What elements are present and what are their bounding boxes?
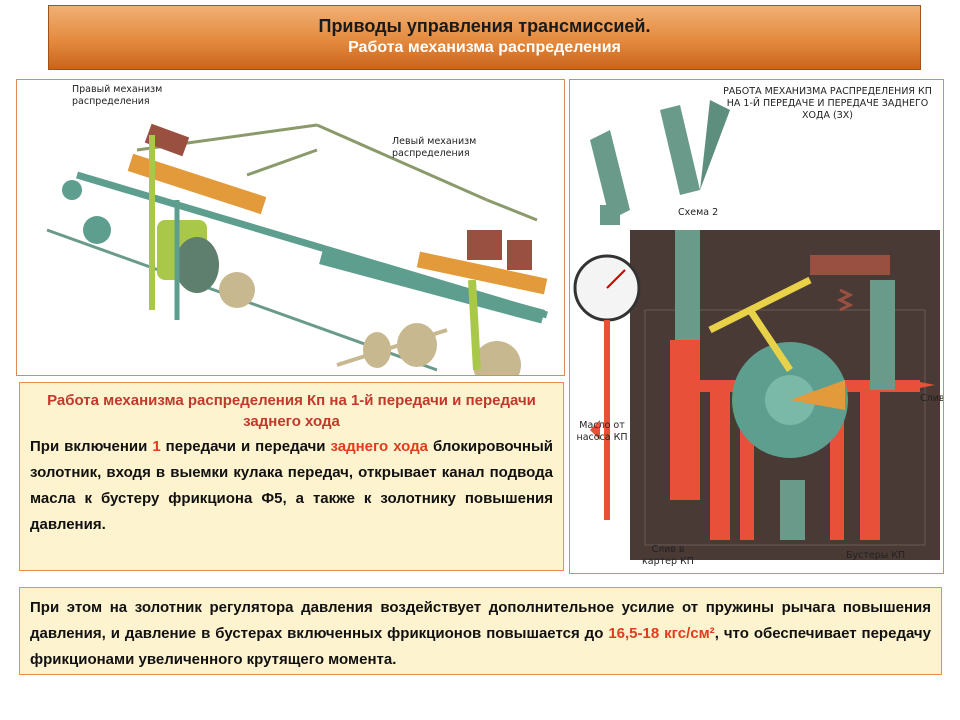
linkage-figure: Правый механизм распределения Левый меха… xyxy=(16,79,565,376)
label-oil-from-pump: Масло от насоса КП xyxy=(576,420,628,443)
note-text-2: , что обеспечивает передачу фрикционами … xyxy=(30,625,931,668)
pressure-value-highlight: 16,5-18 кгс/см² xyxy=(608,625,715,642)
scheme-number: Схема 2 xyxy=(678,207,719,218)
body-text-2: передачи и передачи xyxy=(160,438,331,455)
explanation-heading: Работа механизма распределения Кп на 1-й… xyxy=(47,392,536,430)
label-right-mechanism: Правый механизм распределения xyxy=(72,84,163,107)
pressure-note-box: При этом на золотник регулятора давления… xyxy=(19,587,942,675)
scheme-title: РАБОТА МЕХАНИЗМА РАСПРЕДЕЛЕНИЯ КП НА 1-Й… xyxy=(723,86,932,121)
label-left-mechanism: Левый механизм распределения xyxy=(392,136,477,159)
hydraulic-scheme-illustration xyxy=(573,100,940,560)
body-text-1: При включении xyxy=(30,438,153,455)
note-text-1: При этом на золотник регулятора давления… xyxy=(30,599,931,642)
reverse-gear-highlight: заднего хода xyxy=(330,438,428,455)
page-subtitle: Работа механизма распределения xyxy=(348,39,621,56)
label-boosters: Бустеры КП xyxy=(846,550,906,561)
gear-number: 1 xyxy=(152,438,161,455)
linkage-illustration xyxy=(46,123,548,375)
body-text-3: блокировочный золотник, входя в выемки к… xyxy=(30,438,554,533)
label-drain-case: Слив в картер КП xyxy=(642,544,694,567)
hydraulic-scheme-figure: РАБОТА МЕХАНИЗМА РАСПРЕДЕЛЕНИЯ КП НА 1-Й… xyxy=(569,79,944,574)
pressure-note-text: При этом на золотник регулятора давления… xyxy=(30,595,931,673)
label-drain: Слив xyxy=(920,393,944,404)
explanation-box: Работа механизма распределения Кп на 1-й… xyxy=(19,382,564,571)
title-bar: Приводы управления трансмиссией. Работа … xyxy=(48,5,921,70)
explanation-body: При включении 1 передачи и передачи задн… xyxy=(30,434,553,538)
page-title: Приводы управления трансмиссией. xyxy=(318,16,651,36)
